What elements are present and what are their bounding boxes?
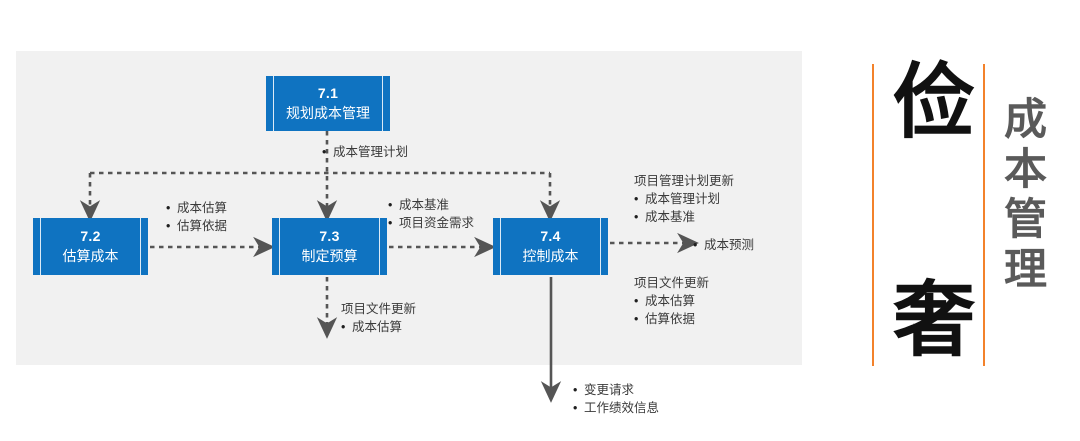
title-char-top: 俭	[893, 55, 976, 150]
process-box-7-4[interactable]: 7.4 控制成本	[493, 218, 608, 275]
annotation-text: 成本估算	[634, 292, 709, 310]
process-box-7-3[interactable]: 7.3 制定预算	[272, 218, 387, 275]
process-box-7-1[interactable]: 7.1 规划成本管理	[266, 76, 390, 131]
annotation-cost-forecast: 成本预测	[693, 236, 754, 254]
annotation-project-documents-updates-74: 项目文件更新 成本估算 估算依据	[634, 274, 709, 328]
annotation-74-outputs: 变更请求 工作绩效信息	[573, 381, 659, 417]
process-number: 7.1	[317, 85, 339, 102]
annotation-from-72: 成本估算 估算依据	[166, 199, 227, 235]
annotation-text: 成本管理计划	[322, 145, 408, 159]
annotation-text: 成本基准	[634, 208, 734, 226]
annotation-header: 项目文件更新	[341, 302, 417, 316]
subtitle-char: 理	[1004, 244, 1047, 295]
title-rule-right	[983, 64, 985, 366]
box-rail-right	[140, 218, 141, 275]
process-box-7-2[interactable]: 7.2 估算成本	[33, 218, 148, 275]
annotation-text: 估算依据	[634, 310, 709, 328]
process-name: 制定预算	[301, 247, 358, 264]
title-char-bottom: 奢	[893, 273, 976, 368]
annotation-header: 项目管理计划更新	[634, 174, 735, 188]
subtitle-char: 本	[1004, 144, 1047, 195]
process-name: 规划成本管理	[286, 104, 370, 121]
annotation-text: 成本管理计划	[634, 190, 734, 208]
process-number: 7.4	[540, 228, 561, 245]
subtitle-char: 成	[1004, 95, 1047, 145]
box-rail-right	[379, 218, 380, 275]
annotation-from-73: 成本基准 项目资金需求	[388, 196, 474, 232]
annotation-cost-management-plan: 成本管理计划	[322, 143, 408, 161]
annotation-text: 成本估算	[166, 199, 227, 217]
title-subtitle-vertical: 成 本 管 理	[1004, 95, 1064, 296]
annotation-text: 成本基准	[388, 196, 474, 214]
annotation-text: 成本预测	[693, 238, 754, 252]
title-rule-left	[872, 64, 874, 366]
box-rail-right	[600, 218, 601, 275]
process-number: 7.2	[80, 228, 101, 245]
process-number: 7.3	[319, 228, 340, 245]
annotation-text: 工作绩效信息	[573, 399, 659, 417]
annotation-text: 项目资金需求	[388, 214, 474, 232]
annotation-text: 成本估算	[341, 318, 416, 336]
process-name: 控制成本	[522, 247, 579, 264]
annotation-project-management-plan-updates: 项目管理计划更新 成本管理计划 成本基准	[634, 172, 734, 226]
annotation-text: 变更请求	[573, 381, 659, 399]
box-rail-left	[273, 76, 274, 131]
subtitle-char: 管	[1004, 194, 1047, 245]
box-rail-left	[500, 218, 501, 275]
process-name: 估算成本	[62, 247, 119, 264]
box-rail-right	[382, 76, 383, 131]
annotation-text: 估算依据	[166, 217, 227, 235]
box-rail-left	[279, 218, 280, 275]
annotation-header: 项目文件更新	[634, 276, 710, 290]
box-rail-left	[40, 218, 41, 275]
annotation-project-documents-updates-73: 项目文件更新 成本估算	[341, 300, 416, 336]
